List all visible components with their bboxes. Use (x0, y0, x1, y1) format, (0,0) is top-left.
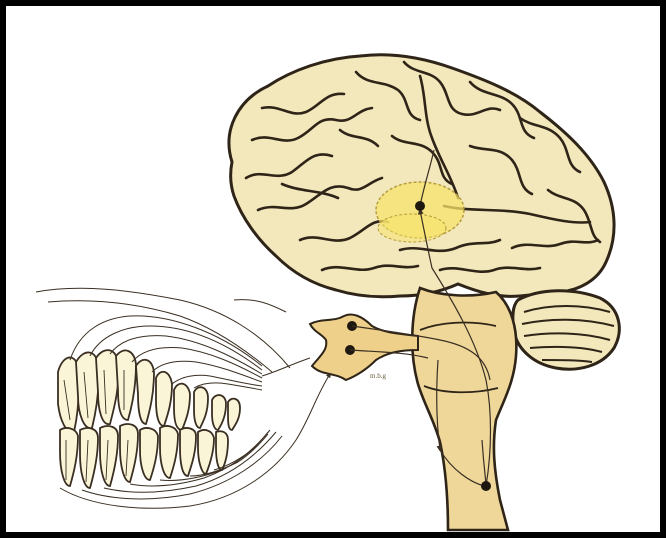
dentition (58, 350, 240, 488)
cerebellum (513, 291, 619, 369)
artist-signature: m.b.g (370, 372, 386, 380)
thalamic-neuron (415, 201, 425, 211)
cerebrum (229, 55, 614, 297)
nucleus-neuron (481, 481, 491, 491)
trigeminal-ganglion (310, 314, 418, 380)
